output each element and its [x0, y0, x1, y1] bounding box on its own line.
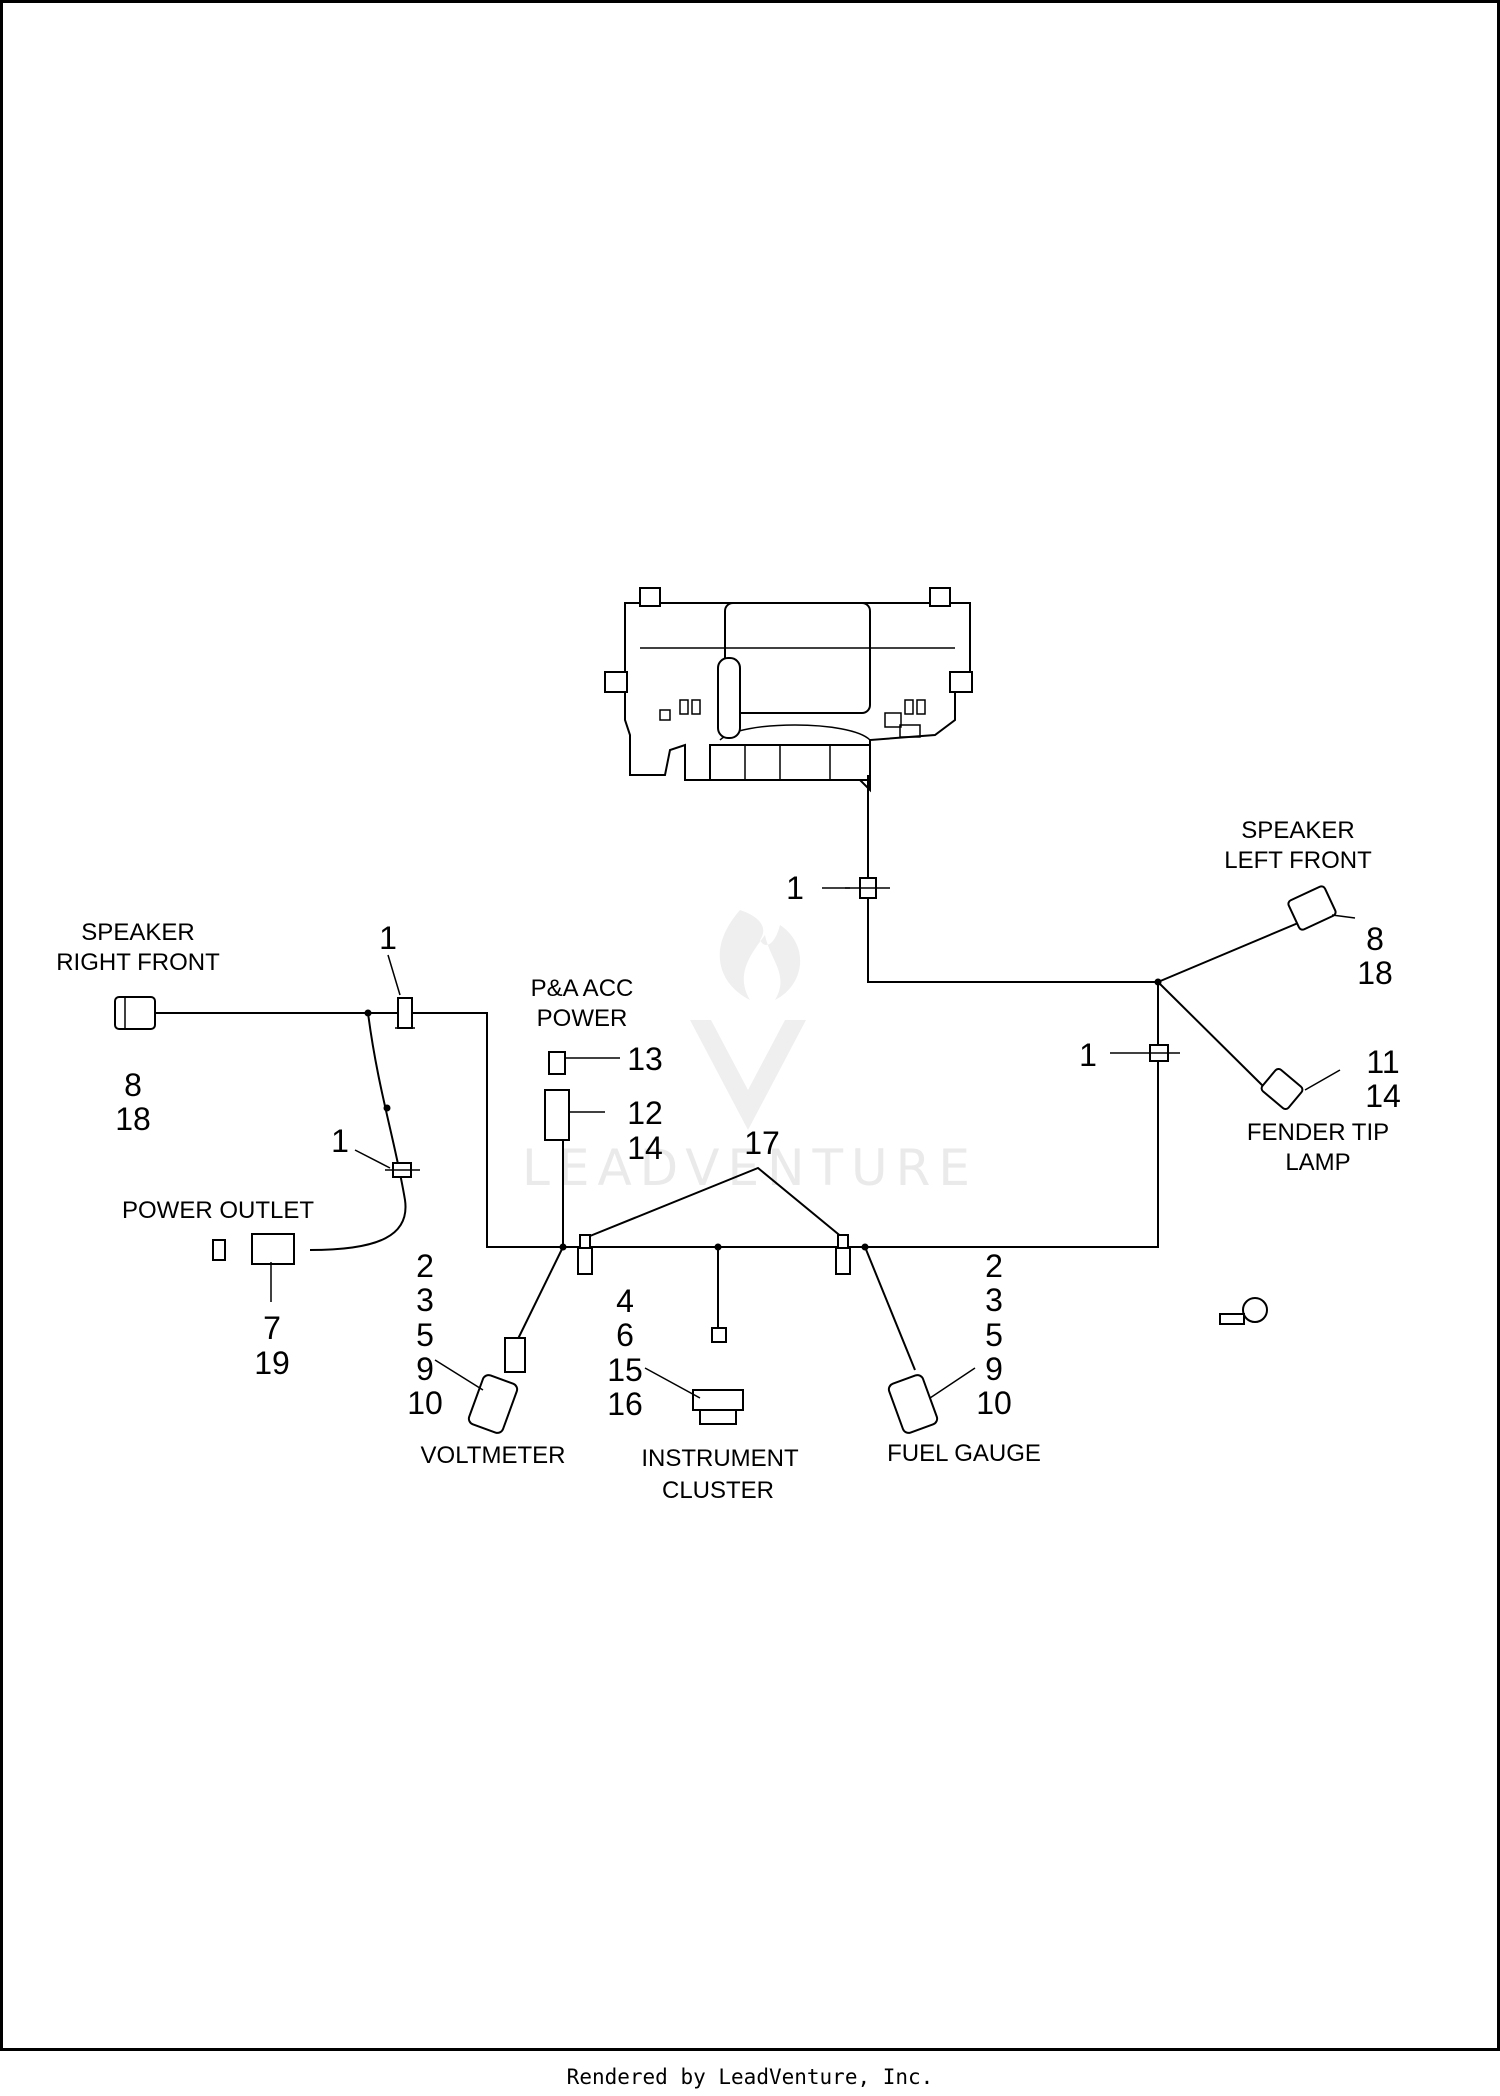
callout-voltmeter: 10	[407, 1385, 443, 1421]
voltmeter-label: VOLTMETER	[421, 1442, 566, 1469]
callout-voltmeter: 9	[416, 1351, 434, 1387]
speaker-right-front-connector	[114, 996, 156, 1030]
power-outlet-label: POWER OUTLET	[122, 1197, 314, 1224]
pa-acc-power-label: P&A ACC	[531, 975, 634, 1002]
pa-acc-power-connector	[544, 1051, 570, 1141]
pa-acc-power-label-2: POWER	[537, 1005, 628, 1032]
callout-power-outlet: 19	[254, 1345, 290, 1381]
callout-power-outlet: 7	[263, 1310, 281, 1346]
callout-fuel-gauge: 2	[985, 1248, 1003, 1284]
clip-left	[395, 997, 415, 1029]
callout-clip-right: 1	[1079, 1037, 1097, 1073]
callout-fuel-gauge: 3	[985, 1282, 1003, 1318]
clip-harness-right	[835, 1234, 851, 1275]
callout-speaker-left: 8	[1366, 921, 1384, 957]
callout-clip-left-mid: 1	[331, 1123, 349, 1159]
callout-instrument-cluster: 16	[607, 1386, 643, 1422]
callout-instrument-cluster: 4	[616, 1283, 634, 1319]
power-outlet-connector	[212, 1233, 295, 1265]
callout-acc-power-conn: 14	[627, 1130, 663, 1166]
callout-fuel-gauge: 10	[976, 1385, 1012, 1421]
fuel-gauge-connector	[887, 1374, 939, 1434]
watermark: LEADVENTURE	[522, 910, 978, 1197]
speaker-right-front-label: SPEAKER	[81, 919, 194, 946]
callout-speaker-right: 18	[115, 1101, 151, 1137]
fender-tip-lamp-label: FENDER TIP	[1247, 1119, 1389, 1146]
callout-fender-tip: 14	[1365, 1078, 1401, 1114]
callout-numbers: 1 1 1 1 8 18 8 18 11 14 13 12 14 17 7 19…	[115, 870, 1401, 1422]
callout-clip-left: 1	[379, 920, 397, 956]
instrument-cluster-connector	[692, 1327, 744, 1425]
instrument-cluster-label-2: CLUSTER	[662, 1477, 774, 1504]
fuel-gauge-label: FUEL GAUGE	[887, 1440, 1041, 1467]
callout-clip-top: 1	[786, 870, 804, 906]
callout-voltmeter: 5	[416, 1317, 434, 1353]
speaker-left-front-connector	[1287, 885, 1337, 931]
clip-top	[845, 877, 890, 899]
instrument-console-bracket	[604, 587, 973, 793]
speaker-left-front-label: SPEAKER	[1241, 817, 1354, 844]
callout-instrument-cluster: 6	[616, 1317, 634, 1353]
clip-right	[1140, 1044, 1180, 1062]
speaker-right-front-label-2: RIGHT FRONT	[56, 949, 220, 976]
fender-tip-lamp-connector	[1260, 1067, 1304, 1111]
component-labels: SPEAKER LEFT FRONT SPEAKER RIGHT FRONT P…	[56, 817, 1389, 1504]
cable-clamp	[1219, 1297, 1268, 1325]
leader-lines	[270, 887, 1356, 1399]
callout-instrument-cluster: 15	[607, 1352, 643, 1388]
callout-fuel-gauge: 5	[985, 1317, 1003, 1353]
callout-fuel-gauge: 9	[985, 1351, 1003, 1387]
clip-harness-left	[577, 1234, 593, 1275]
callout-acc-power-conn: 12	[627, 1095, 663, 1131]
callout-speaker-left: 18	[1357, 955, 1393, 991]
clip-left-mid	[385, 1162, 420, 1178]
watermark-text: LEADVENTURE	[522, 1139, 978, 1197]
instrument-cluster-label: INSTRUMENT	[641, 1445, 799, 1472]
footer-credit: Rendered by LeadVenture, Inc.	[567, 2065, 934, 2089]
page-frame	[0, 0, 1500, 2051]
callout-speaker-right: 8	[124, 1067, 142, 1103]
callout-voltmeter: 3	[416, 1282, 434, 1318]
callout-voltmeter: 2	[416, 1248, 434, 1284]
speaker-left-front-label-2: LEFT FRONT	[1224, 847, 1372, 874]
callout-acc-power-cap: 13	[627, 1041, 663, 1077]
callout-fender-tip: 11	[1366, 1044, 1399, 1080]
callout-harness: 17	[744, 1125, 780, 1161]
fender-tip-lamp-label-2: LAMP	[1285, 1149, 1350, 1176]
